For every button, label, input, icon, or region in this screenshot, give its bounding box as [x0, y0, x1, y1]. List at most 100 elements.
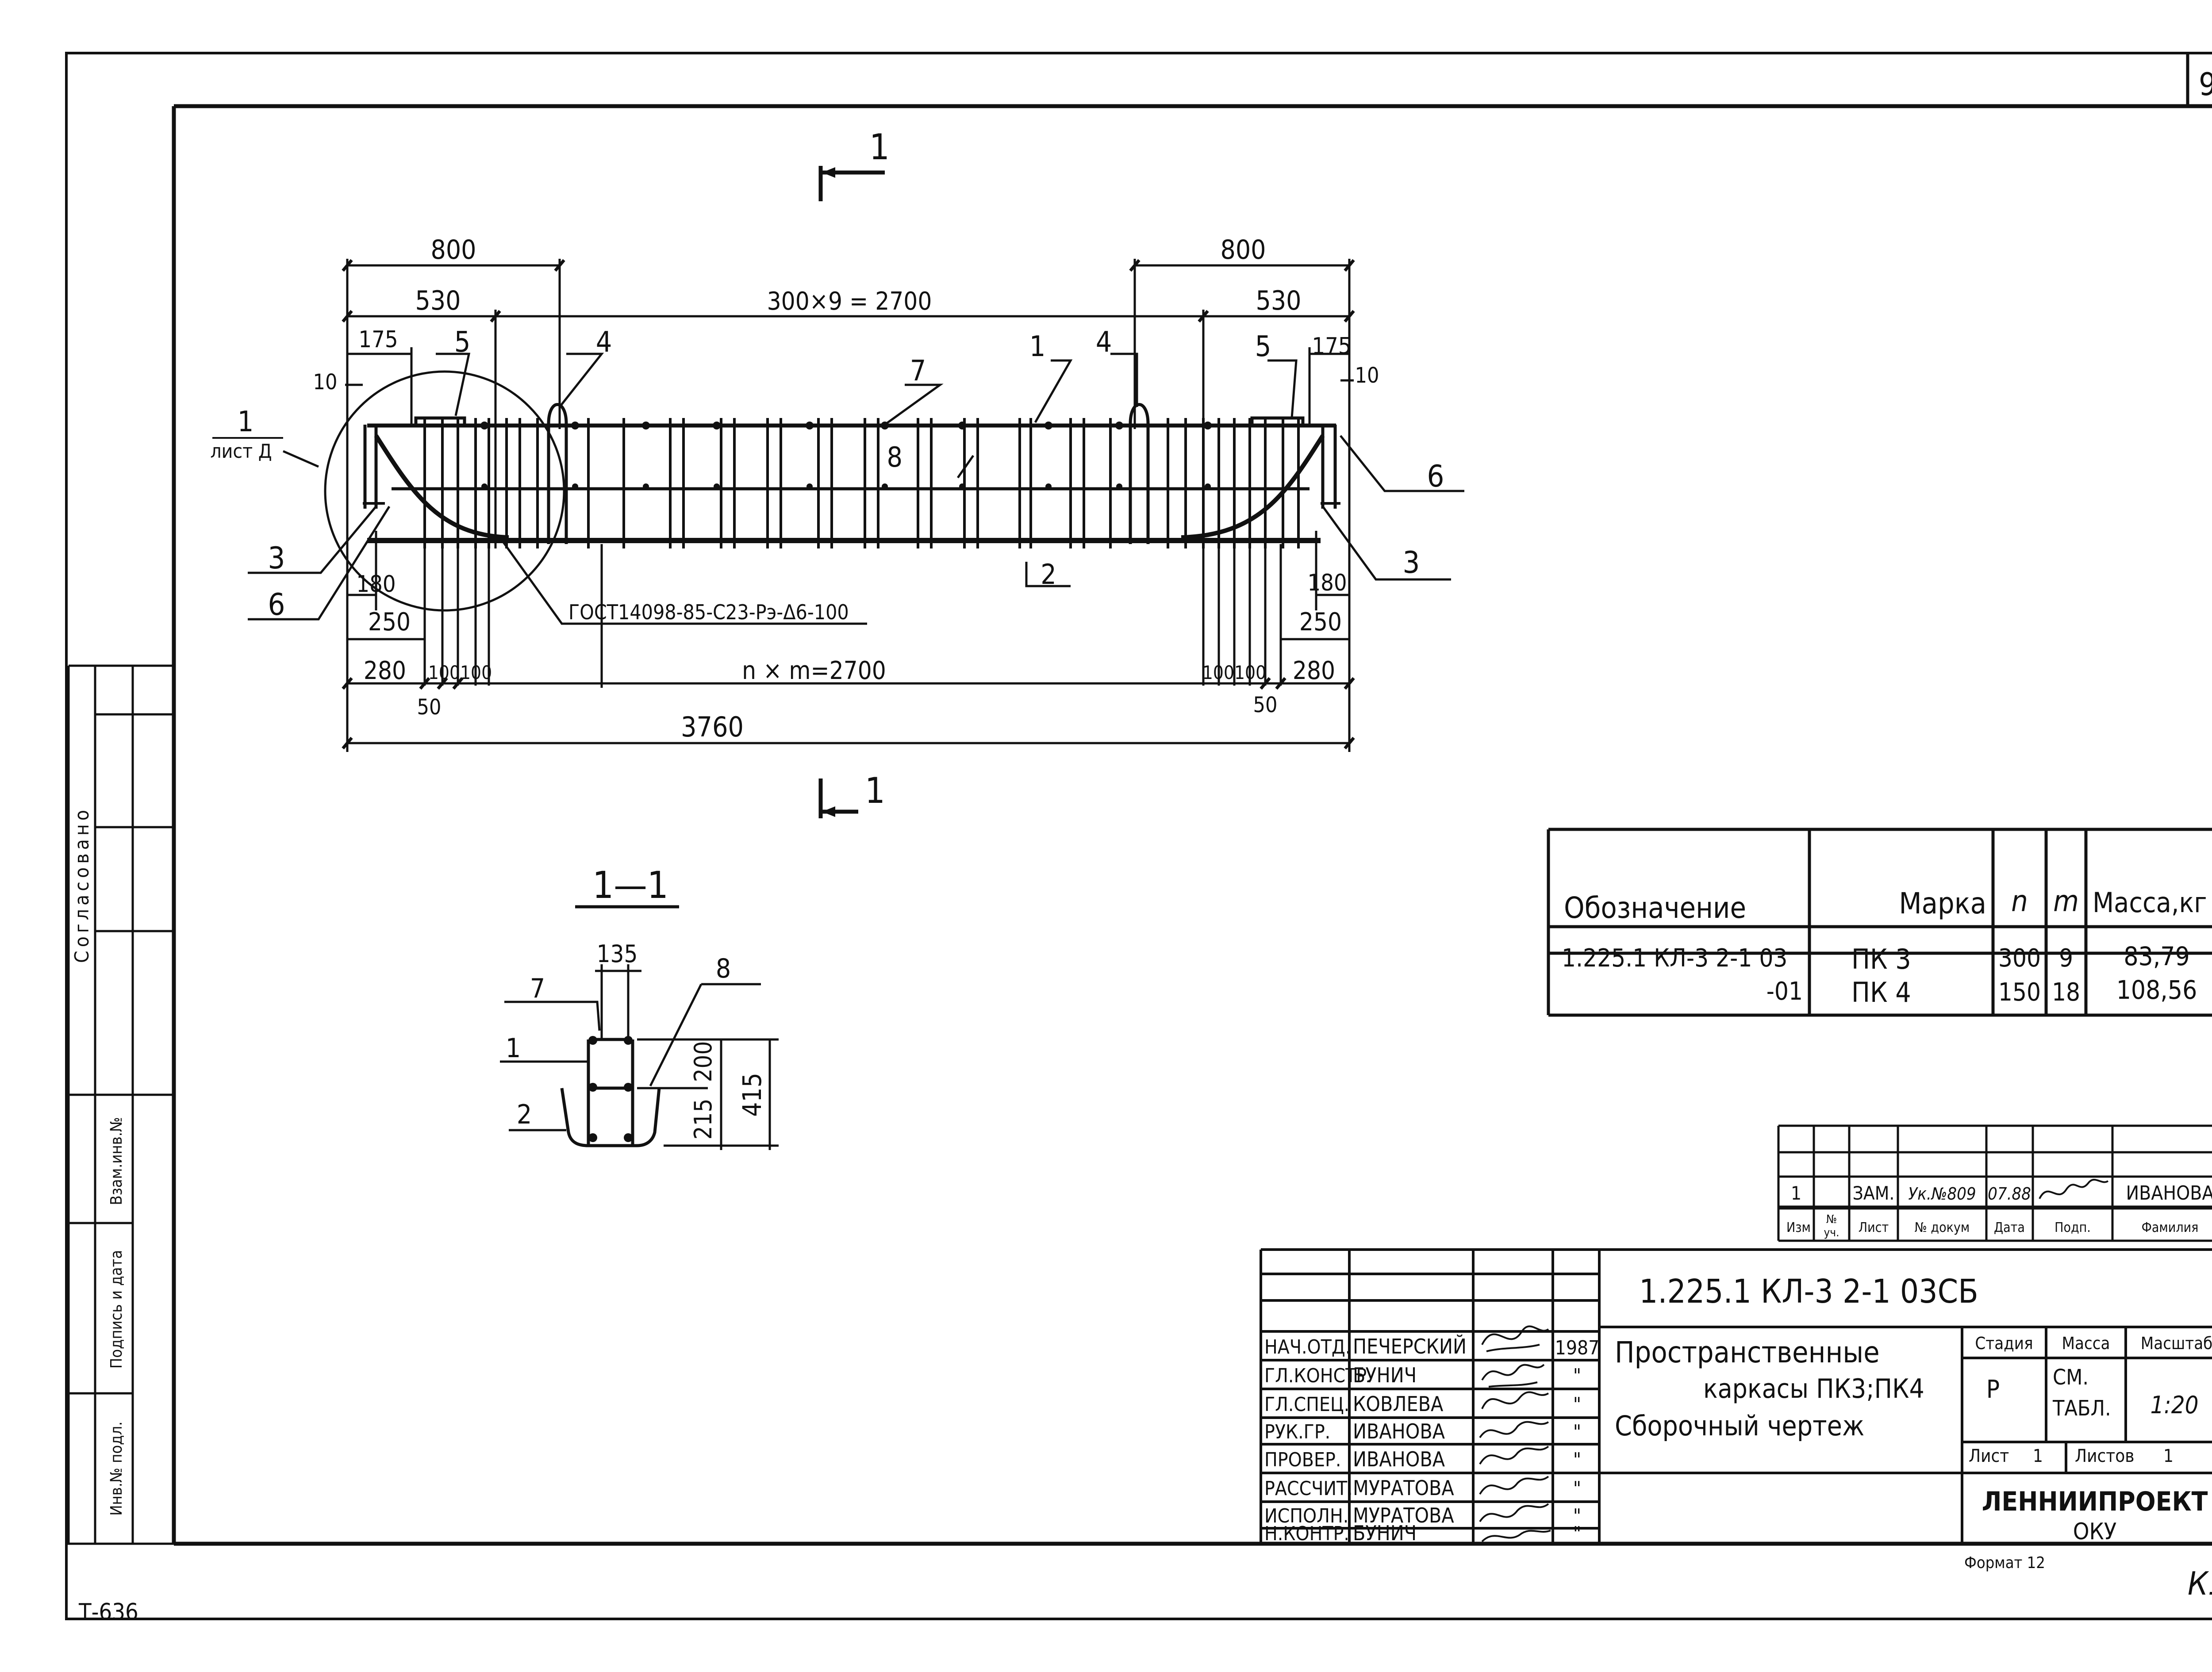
- leader-lines: [248, 353, 1464, 625]
- date-4: ": [1573, 1449, 1581, 1471]
- spec-header-mass: Масса,кг: [2093, 886, 2207, 919]
- date-1: ": [1573, 1365, 1581, 1387]
- stirrups: [423, 418, 1300, 548]
- rev-hdr-sign: Подп.: [2055, 1220, 2091, 1235]
- bent-bars: [374, 434, 1325, 540]
- archive-number: Т-636: [78, 1599, 138, 1626]
- mark-4-left: 4: [596, 326, 612, 359]
- scale-value: 1:20: [2150, 1391, 2198, 1419]
- date-3: ": [1573, 1421, 1581, 1443]
- sheets-value: 1: [2163, 1446, 2174, 1466]
- section-bars: [588, 1036, 633, 1142]
- rev-name: ИВАНОВА: [2126, 1182, 2212, 1204]
- section-dim-200: 200: [689, 1041, 717, 1082]
- role-1: ГЛ.КОНСТР.: [1264, 1365, 1372, 1387]
- dim-280-right: 280: [1293, 656, 1335, 685]
- dimension-ticks: [342, 259, 1355, 750]
- rev-hdr-uch: уч.: [1824, 1226, 1839, 1239]
- rebar-dots: [480, 422, 1212, 490]
- section-arrow-bottom: [822, 806, 835, 817]
- role-6: ИСПОЛН.: [1264, 1505, 1348, 1527]
- name-6: МУРАТОВА: [1353, 1503, 1454, 1527]
- role-5: РАССЧИТ.: [1264, 1477, 1353, 1500]
- longitudinal-bars: [363, 423, 1340, 543]
- dim-total-length: 3760: [681, 711, 744, 743]
- title-block: 1.225.1 КЛ-3 2-1 03СБ Пространственные к…: [1260, 1248, 2212, 1572]
- copy-mark: К1: [2188, 1565, 2212, 1602]
- replaced-inv-label: Взам.инв.№: [108, 1117, 126, 1205]
- role-0: НАЧ.ОТД.: [1264, 1336, 1351, 1358]
- spec-row1-n: 300: [1998, 944, 2041, 973]
- dim-175-left: 175: [358, 326, 398, 353]
- sheet-frame: [65, 52, 2212, 1620]
- mass-value-1: СМ.: [2053, 1365, 2089, 1390]
- doc-code: 1.225.1 КЛ-3 2-1 03СБ: [1639, 1273, 1978, 1311]
- sheet-ref-label: лист Д: [210, 440, 272, 463]
- mark-5-left: 5: [454, 326, 471, 359]
- spec-table: Обозначение Марка n m Масса,кг 1.225.1 К…: [1547, 828, 2212, 1017]
- spec-row2-designation: -01: [1767, 977, 1803, 1006]
- dimension-lines: [345, 259, 1354, 752]
- stage-header: Стадия: [1975, 1334, 2033, 1353]
- section-dim-135: 135: [597, 940, 638, 968]
- role-7: Н.КОНТР.: [1264, 1522, 1349, 1545]
- mark-3-left: 3: [268, 541, 285, 576]
- name-0: ПЕЧЕРСКИЙ: [1353, 1335, 1467, 1358]
- dim-100-100-right: 100100: [1202, 662, 1266, 683]
- section-mark-8: 8: [716, 953, 731, 984]
- section-mark-7: 7: [530, 973, 545, 1004]
- mark-4-right: 4: [1096, 326, 1112, 359]
- spec-header-designation: Обозначение: [1564, 891, 1746, 925]
- section-mark-1: 1: [506, 1033, 521, 1064]
- dim-10-left: 10: [313, 370, 338, 395]
- date-2: ": [1573, 1393, 1581, 1416]
- rev-hdr-izm: Изм: [1786, 1220, 1811, 1235]
- name-4: ИВАНОВА: [1353, 1447, 1445, 1471]
- dim-800-right: 800: [1220, 234, 1266, 265]
- mark-6-right: 6: [1427, 459, 1444, 494]
- spec-row2-n: 150: [1998, 978, 2041, 1007]
- role-3: РУК.ГР.: [1264, 1421, 1330, 1443]
- rev-hdr-no: №: [1826, 1213, 1837, 1226]
- section-label-top: 1: [869, 127, 890, 168]
- agreed-label: Согласовано: [71, 806, 93, 963]
- rev-signature: [2039, 1179, 2109, 1199]
- date-7: ": [1573, 1522, 1581, 1545]
- mark-7: 7: [910, 355, 926, 387]
- embedded-plates: [414, 403, 1305, 544]
- date-0: 1987: [1555, 1337, 1600, 1359]
- spec-row1-mass: 83,79: [2124, 941, 2189, 971]
- spec-row1-m: 9: [2059, 944, 2073, 973]
- sheet-number: 9: [2199, 66, 2212, 103]
- org-name: ЛЕННИИПРОЕКТ: [1982, 1486, 2208, 1517]
- name-3: ИВАНОВА: [1353, 1419, 1445, 1443]
- dim-280-left: 280: [364, 656, 406, 685]
- signatures: [1479, 1325, 1551, 1542]
- dim-span-bottom: n × m=2700: [742, 656, 886, 685]
- spec-row1-designation: 1.225.1 КЛ-3 2-1 03: [1562, 944, 1787, 973]
- name-7: БУНИЧ: [1353, 1521, 1417, 1545]
- rev-date: 07.88: [1988, 1184, 2031, 1204]
- name-2: КОВЛЕВА: [1353, 1392, 1443, 1416]
- sheet-value: 1: [2033, 1446, 2043, 1466]
- rev-no: 1: [1791, 1182, 1801, 1204]
- doc-title-line1: Пространственные: [1615, 1335, 1880, 1369]
- scale-header: Масштаб: [2141, 1334, 2212, 1353]
- spec-row2-mass: 108,56: [2116, 975, 2197, 1005]
- dim-180-right: 180: [1307, 570, 1347, 596]
- dim-800-left: 800: [430, 234, 476, 265]
- mark-8-elev: 8: [887, 441, 902, 473]
- dim-250-left: 250: [368, 608, 411, 637]
- mark-6-left: 6: [268, 587, 285, 622]
- section-dim-415: 415: [737, 1073, 767, 1117]
- dim-50-left: 50: [417, 695, 442, 720]
- mass-value-2: ТАБЛ.: [2052, 1396, 2111, 1421]
- spec-row2-mark: ПК 4: [1851, 976, 1911, 1009]
- doc-title-line3: Сборочный чертеж: [1615, 1410, 1864, 1442]
- section-label-bottom: 1: [865, 770, 885, 811]
- section-mark-2: 2: [517, 1099, 532, 1130]
- role-4: ПРОВЕР.: [1264, 1449, 1341, 1471]
- name-5: МУРАТОВА: [1353, 1476, 1454, 1500]
- dim-10-right: 10: [1355, 363, 1379, 388]
